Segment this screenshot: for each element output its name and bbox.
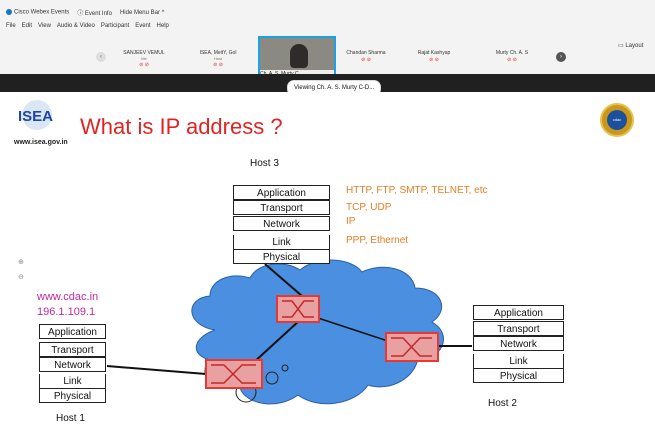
zoom-out-icon[interactable]: ⊖ <box>18 274 24 281</box>
muted-mic-icon: ⊘ ⊘ <box>213 62 223 68</box>
participant-tile[interactable]: Rajat Kashyap ⊘ ⊘ <box>404 42 464 72</box>
participant-tile[interactable]: Murty Ch. A. S ⊘ ⊘ <box>482 42 542 72</box>
menu-audio-video[interactable]: Audio & Video <box>56 23 95 29</box>
layer-physical: Physical <box>233 249 330 264</box>
event-info-button[interactable]: ⓘ Event Info <box>77 11 112 17</box>
layer-application: Application <box>233 185 330 200</box>
layer-link: Link <box>473 354 564 369</box>
slide-title: What is IP address ? <box>80 114 283 139</box>
layout-button[interactable]: ▭ Layout <box>618 43 644 49</box>
host2-label: Host 2 <box>488 398 517 409</box>
layer-physical: Physical <box>473 368 564 383</box>
protocol-application: HTTP, FTP, SMTP, TELNET, etc <box>346 185 488 196</box>
layout-icon: ▭ <box>618 43 624 49</box>
protocol-link: PPP, Ethernet <box>346 235 409 246</box>
participant-tile[interactable]: Chandan Sharma ⊘ ⊘ <box>336 42 396 72</box>
logo-globe <box>22 100 52 130</box>
layer-transport: Transport <box>473 321 564 336</box>
router-icon <box>276 295 320 323</box>
muted-mic-icon: ⊘ ⊘ <box>361 57 371 63</box>
menu-participant[interactable]: Participant <box>100 23 130 29</box>
top-menu-bar <box>0 0 655 36</box>
scroll-right-button[interactable]: › <box>556 52 566 62</box>
cloud-bubble <box>265 371 279 385</box>
title-row: Cisco Webex Events ⓘ Event Info Hide Men… <box>6 8 164 17</box>
layer-network: Network <box>39 357 106 372</box>
isea-logo: ISEA <box>18 100 68 134</box>
protocol-network: IP <box>346 216 356 227</box>
layer-transport: Transport <box>39 342 106 357</box>
layer-network: Network <box>233 216 330 231</box>
scroll-left-button[interactable]: ‹ <box>96 52 106 62</box>
layer-application: Application <box>39 324 106 339</box>
layer-network: Network <box>473 336 564 351</box>
menu-file[interactable]: File <box>6 23 16 29</box>
layer-link: Link <box>39 374 106 389</box>
webex-logo-icon <box>6 9 12 16</box>
muted-mic-icon: ⊘ ⊘ <box>139 62 149 68</box>
participant-tile[interactable]: ISEA, MeitY, Gol Host ⊘ ⊘ <box>188 42 248 72</box>
zoom-in-icon[interactable]: ⊕ <box>18 259 24 266</box>
muted-mic-icon: ⊘ ⊘ <box>429 57 439 63</box>
link-line <box>264 263 303 297</box>
layer-link: Link <box>233 235 330 250</box>
app-title: Cisco Webex Events <box>6 9 69 16</box>
menu-event[interactable]: Event <box>135 23 151 29</box>
layer-physical: Physical <box>39 388 106 403</box>
menu-edit[interactable]: Edit <box>21 23 33 29</box>
cdac-ip: 196.1.109.1 <box>37 306 96 318</box>
router-icon <box>205 359 263 389</box>
person-silhouette <box>290 44 308 68</box>
cdac-badge: cdac <box>600 103 634 137</box>
router-icon <box>385 332 439 362</box>
protocol-transport: TCP, UDP <box>346 202 392 213</box>
layer-application: Application <box>473 305 564 320</box>
link-line <box>106 365 207 375</box>
cdac-url: www.cdac.in <box>37 291 99 303</box>
muted-mic-icon: ⊘ ⊘ <box>507 57 517 63</box>
host1-label: Host 1 <box>56 413 85 424</box>
menu-view[interactable]: View <box>38 23 51 29</box>
cloud-bubble <box>281 364 289 372</box>
hide-menu-bar-button[interactable]: Hide Menu Bar ^ <box>119 9 165 16</box>
menu-help[interactable]: Help <box>156 23 169 29</box>
site-url: www.isea.gov.in <box>14 139 68 146</box>
menu-bar: File Edit View Audio & Video Participant… <box>6 23 169 29</box>
participant-tile[interactable]: SANJEEV VEMUL Me ⊘ ⊘ <box>114 42 174 72</box>
layer-transport: Transport <box>233 200 330 215</box>
host3-label: Host 3 <box>250 158 279 169</box>
